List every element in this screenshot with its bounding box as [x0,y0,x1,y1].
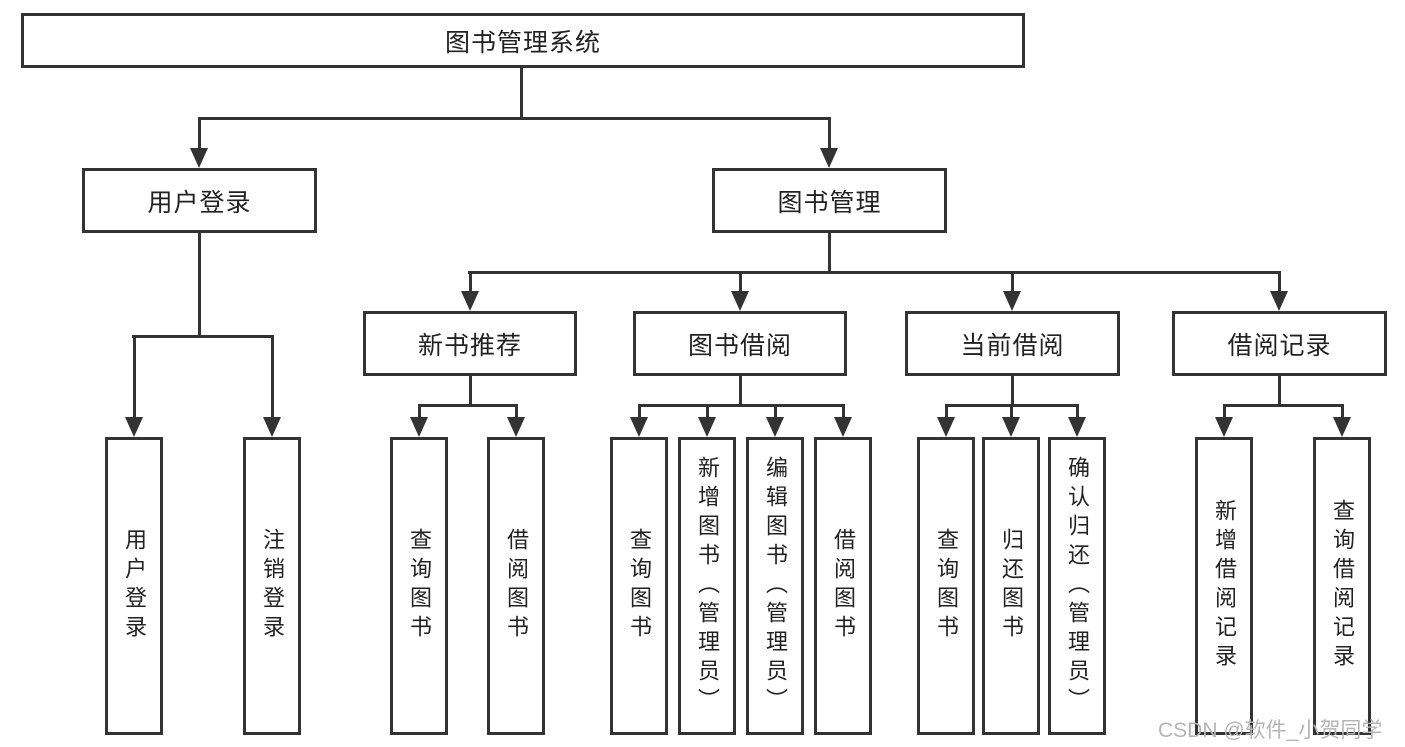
node-book-management-label: 图书管理 [777,188,882,217]
arrow-shaft [1223,405,1226,417]
node-new-book-recommend: 新书推荐 [363,311,577,376]
arrow-shaft [828,117,831,148]
arrow-down-icon [1215,417,1233,437]
leaf-add-borrow-record-label: 新增借阅记录 [1212,499,1237,673]
arrow-shaft [1010,405,1013,417]
arrow-down-icon [630,417,648,437]
arrow-down-icon [263,417,281,437]
leaf-current-query-books: 查询图书 [917,437,975,735]
connector-line [828,233,831,274]
arrow-shaft [198,117,201,148]
leaf-recommend-borrow-books: 借阅图书 [487,437,545,735]
leaf-query-borrow-record: 查询借阅记录 [1313,437,1371,735]
leaf-borrow-books-label: 借阅图书 [831,528,856,644]
connector-line [468,271,1281,274]
leaf-logout: 注销登录 [243,437,301,735]
arrow-down-icon [834,417,852,437]
arrow-down-icon [698,417,716,437]
leaf-confirm-return-admin: 确认归还（管理员） [1048,437,1106,735]
leaf-recommend-borrow-books-label: 借阅图书 [504,528,529,644]
node-user-login-label: 用户登录 [147,188,252,217]
arrow-shaft [774,405,777,417]
leaf-return-books-label: 归还图书 [999,528,1024,644]
arrow-shaft [271,336,274,417]
arrow-shaft [1278,272,1281,291]
node-book-borrowing-label: 图书借阅 [687,331,792,360]
arrow-shaft [638,405,641,417]
leaf-confirm-return-admin-label: 确认归还（管理员） [1065,455,1090,717]
connector-line [132,335,274,338]
node-current-borrowing: 当前借阅 [905,311,1120,376]
leaf-borrowing-query-books-label: 查询图书 [627,528,652,644]
connector-line [739,376,742,407]
arrow-down-icon [731,291,749,311]
node-borrowing-records-label: 借阅记录 [1227,331,1332,360]
leaf-add-books-admin-label: 新增图书（管理员） [695,455,720,717]
arrow-down-icon [1068,417,1086,437]
arrow-down-icon [1002,417,1020,437]
leaf-user-login-label: 用户登录 [122,528,147,644]
leaf-query-borrow-record-label: 查询借阅记录 [1330,499,1355,673]
connector-line [469,376,472,407]
arrow-down-icon [1333,417,1351,437]
leaf-borrowing-query-books: 查询图书 [610,437,668,735]
leaf-recommend-query-books-label: 查询图书 [407,528,432,644]
node-book-management: 图书管理 [712,168,947,233]
connector-line [1278,376,1281,407]
node-user-login: 用户登录 [82,168,317,233]
arrow-shaft [515,405,518,417]
arrow-down-icon [1003,291,1021,311]
arrow-down-icon [820,148,838,168]
node-new-book-recommend-label: 新书推荐 [417,331,522,360]
arrow-down-icon [410,417,428,437]
leaf-current-query-books-label: 查询图书 [934,528,959,644]
arrow-shaft [469,272,472,291]
arrow-down-icon [1270,291,1288,311]
connector-line [418,404,518,407]
arrow-down-icon [937,417,955,437]
connector-line [198,233,201,338]
leaf-borrow-books: 借阅图书 [814,437,872,735]
leaf-add-borrow-record: 新增借阅记录 [1195,437,1253,735]
arrow-shaft [1011,272,1014,291]
node-current-borrowing-label: 当前借阅 [960,331,1065,360]
arrow-shaft [739,272,742,291]
node-borrowing-records: 借阅记录 [1172,311,1387,376]
leaf-return-books: 归还图书 [982,437,1040,735]
arrow-down-icon [461,291,479,311]
node-root: 图书管理系统 [21,13,1025,68]
arrow-down-icon [125,417,143,437]
connector-line [638,404,845,407]
arrow-shaft [706,405,709,417]
arrow-shaft [1076,405,1079,417]
arrow-shaft [418,405,421,417]
arrow-shaft [945,405,948,417]
connector-line [1011,376,1014,407]
arrow-down-icon [507,417,525,437]
leaf-user-login: 用户登录 [105,437,163,735]
csdn-watermark: CSDN @软件_小贺同学 [1158,719,1383,742]
arrow-down-icon [190,148,208,168]
node-book-borrowing: 图书借阅 [633,311,847,376]
arrow-shaft [842,405,845,417]
arrow-shaft [133,336,136,417]
connector-line [1223,404,1344,407]
leaf-add-books-admin: 新增图书（管理员） [678,437,736,735]
connector-line [520,68,523,120]
leaf-recommend-query-books: 查询图书 [390,437,448,735]
arrow-shaft [1341,405,1344,417]
leaf-edit-books-admin-label: 编辑图书（管理员） [763,455,788,717]
connector-line [198,117,831,120]
leaf-edit-books-admin: 编辑图书（管理员） [746,437,804,735]
node-root-label: 图书管理系统 [444,28,601,57]
arrow-down-icon [766,417,784,437]
leaf-logout-label: 注销登录 [260,528,285,644]
